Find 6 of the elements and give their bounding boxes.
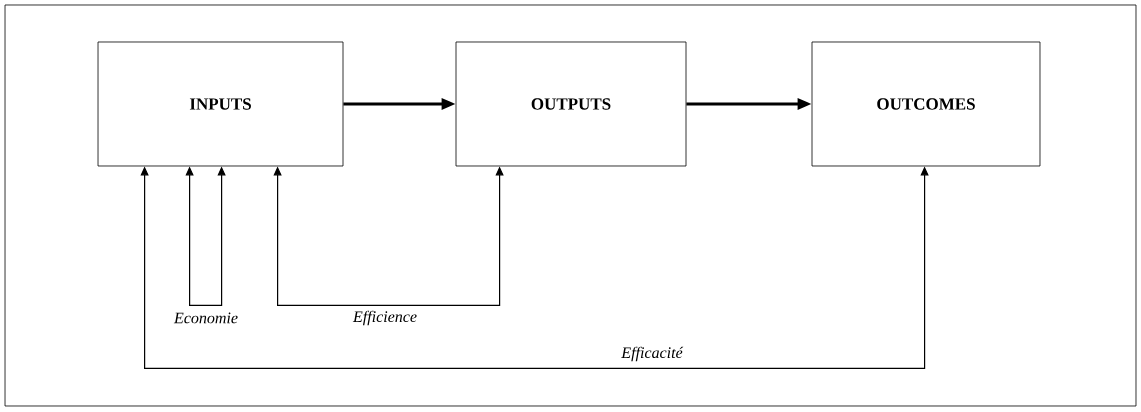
edge-label: Efficience (352, 309, 418, 327)
process-box: OUTCOMES (811, 41, 1041, 167)
edge-label: Efficacité (620, 345, 684, 363)
edge-label: Economie (173, 311, 239, 325)
process-box: INPUTS (97, 41, 344, 167)
process-box: OUTPUTS (455, 41, 687, 167)
